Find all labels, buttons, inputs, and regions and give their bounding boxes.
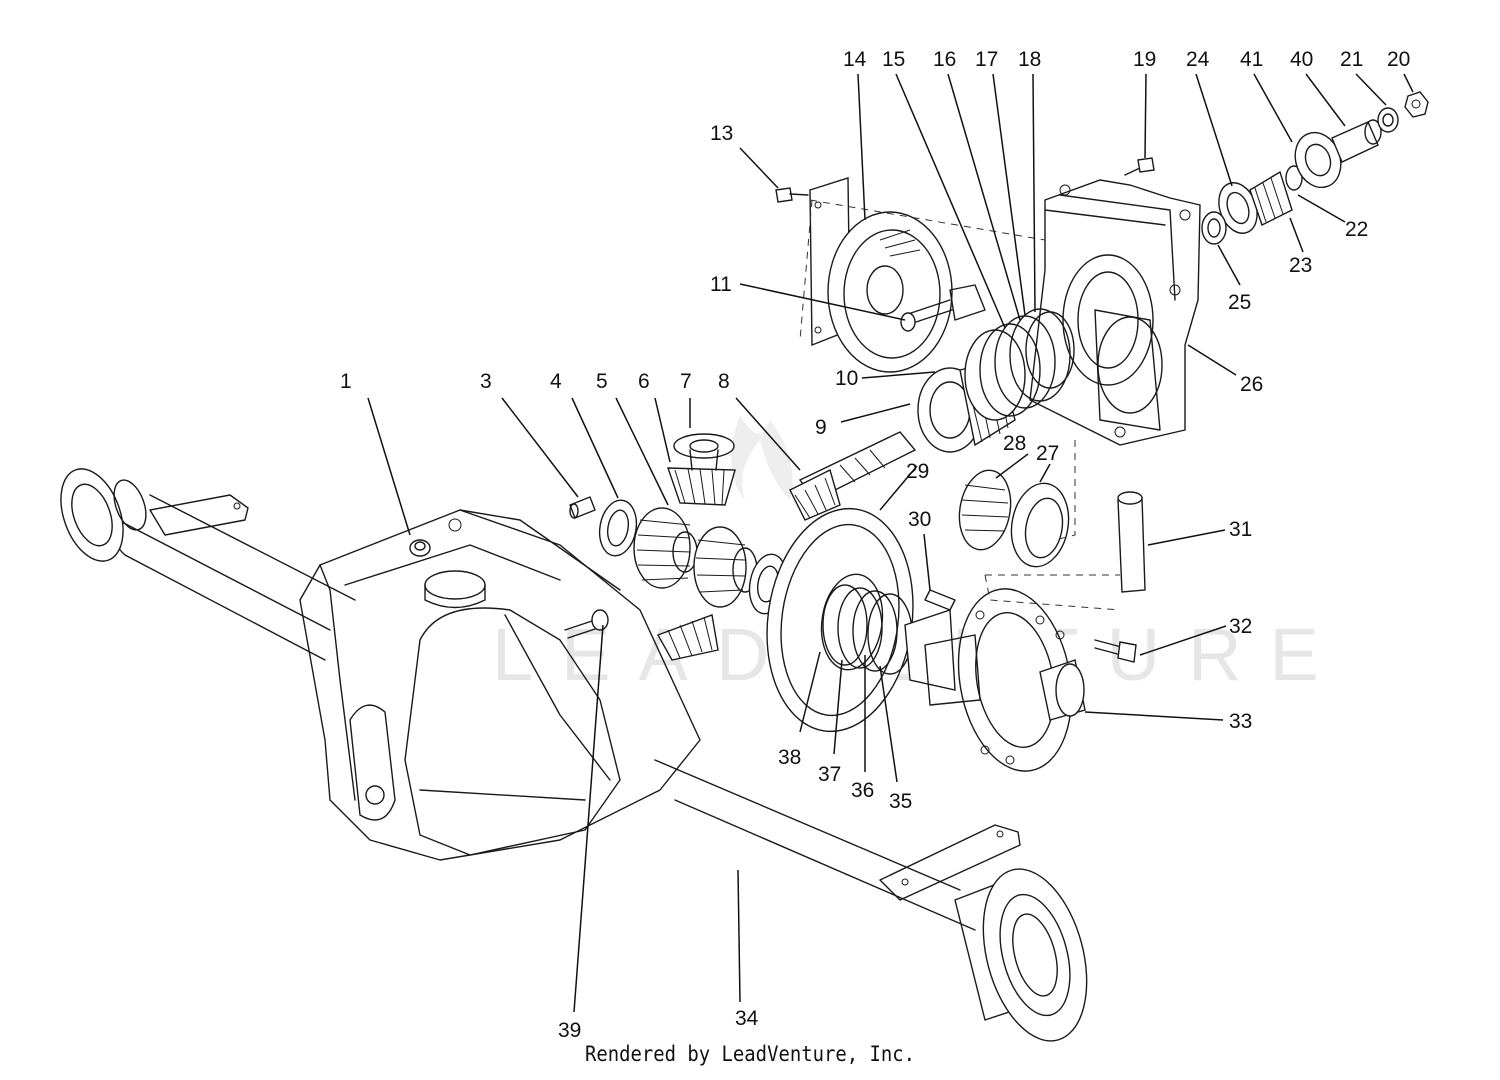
- cross-shaft[interactable]: [1117, 491, 1146, 593]
- callout-24: 24: [1186, 48, 1210, 71]
- side-gear[interactable]: [633, 507, 698, 589]
- callout-8: 8: [718, 370, 730, 393]
- callout-6: 6: [638, 370, 650, 393]
- callout-40: 40: [1290, 48, 1313, 71]
- side-gear-right[interactable]: [693, 526, 758, 608]
- callout-27: 27: [1036, 442, 1059, 465]
- callout-37: 37: [818, 763, 841, 786]
- callout-16: 16: [933, 48, 956, 71]
- pinion-washer[interactable]: [673, 433, 735, 471]
- assembly-path-27: [1054, 440, 1076, 541]
- callout-7: 7: [680, 370, 692, 393]
- callout-33: 33: [1229, 710, 1252, 733]
- callout-3: 3: [480, 370, 492, 393]
- pinion-gear-lower[interactable]: [656, 614, 719, 661]
- gear-stack[interactable]: [964, 308, 1075, 421]
- bearing-cup[interactable]: [1005, 479, 1075, 571]
- case-screw[interactable]: [1124, 157, 1155, 176]
- assembly-path-14b: [799, 199, 813, 341]
- callout-17: 17: [975, 48, 998, 71]
- axle-housing[interactable]: [49, 460, 1104, 1052]
- input-washer[interactable]: [1285, 165, 1303, 191]
- callout-11: 11: [710, 273, 732, 296]
- callout-41: 41: [1240, 48, 1263, 71]
- callout-15: 15: [882, 48, 905, 71]
- callout-labels: 1 3 4 5 6 7 8 9 10 11 13 14 15 16 17 18 …: [340, 48, 1410, 1042]
- cover-bolt[interactable]: [900, 299, 953, 332]
- leader-lines: [367, 73, 1414, 1013]
- input-bevel-gear[interactable]: [1249, 170, 1293, 226]
- callout-22: 22: [1345, 218, 1368, 241]
- callout-13: 13: [710, 122, 733, 145]
- dowel-pin[interactable]: [924, 589, 956, 611]
- callout-28: 28: [1003, 432, 1026, 455]
- callout-26: 26: [1240, 373, 1263, 396]
- callout-9: 9: [815, 416, 827, 439]
- seal-25[interactable]: [1201, 211, 1227, 245]
- callout-5: 5: [596, 370, 608, 393]
- callout-38: 38: [778, 746, 801, 769]
- callout-20: 20: [1387, 48, 1410, 71]
- input-bearing[interactable]: [1288, 126, 1348, 194]
- assembly-path-14: [809, 199, 1046, 241]
- cover-plate[interactable]: [809, 177, 986, 373]
- ring-gear[interactable]: [753, 499, 927, 741]
- vent-fitting[interactable]: [564, 609, 609, 639]
- gear-case[interactable]: [1029, 179, 1201, 446]
- callout-34: 34: [735, 1007, 759, 1030]
- callout-4: 4: [550, 370, 562, 393]
- case-bolt[interactable]: [1094, 639, 1137, 663]
- callout-14: 14: [843, 48, 867, 71]
- callout-35: 35: [889, 790, 912, 813]
- cross-pin[interactable]: [569, 496, 596, 519]
- callout-18: 18: [1018, 48, 1041, 71]
- input-nut[interactable]: [1404, 91, 1429, 118]
- callout-19: 19: [1133, 48, 1156, 71]
- callout-25: 25: [1228, 291, 1251, 314]
- thrust-washer[interactable]: [595, 497, 640, 558]
- cover-screw[interactable]: [775, 187, 809, 203]
- callout-36: 36: [851, 779, 874, 802]
- callout-1: 1: [340, 370, 352, 393]
- bearing-cone[interactable]: [953, 466, 1016, 553]
- callout-23: 23: [1289, 254, 1312, 277]
- render-credit: Rendered by LeadVenture, Inc.: [585, 1042, 915, 1066]
- callout-21: 21: [1340, 48, 1363, 71]
- callout-30: 30: [908, 508, 931, 531]
- fill-plug[interactable]: [409, 539, 431, 557]
- pinion-shaft[interactable]: [789, 431, 917, 521]
- differential-case[interactable]: [904, 580, 1086, 780]
- callout-10: 10: [835, 367, 858, 390]
- callout-29: 29: [906, 460, 929, 483]
- pinion-gear-upper[interactable]: [667, 467, 736, 506]
- callout-32: 32: [1229, 615, 1252, 638]
- input-collar[interactable]: [1331, 119, 1382, 163]
- input-spacer[interactable]: [1377, 107, 1399, 133]
- callout-39: 39: [558, 1019, 581, 1042]
- callout-31: 31: [1229, 518, 1252, 541]
